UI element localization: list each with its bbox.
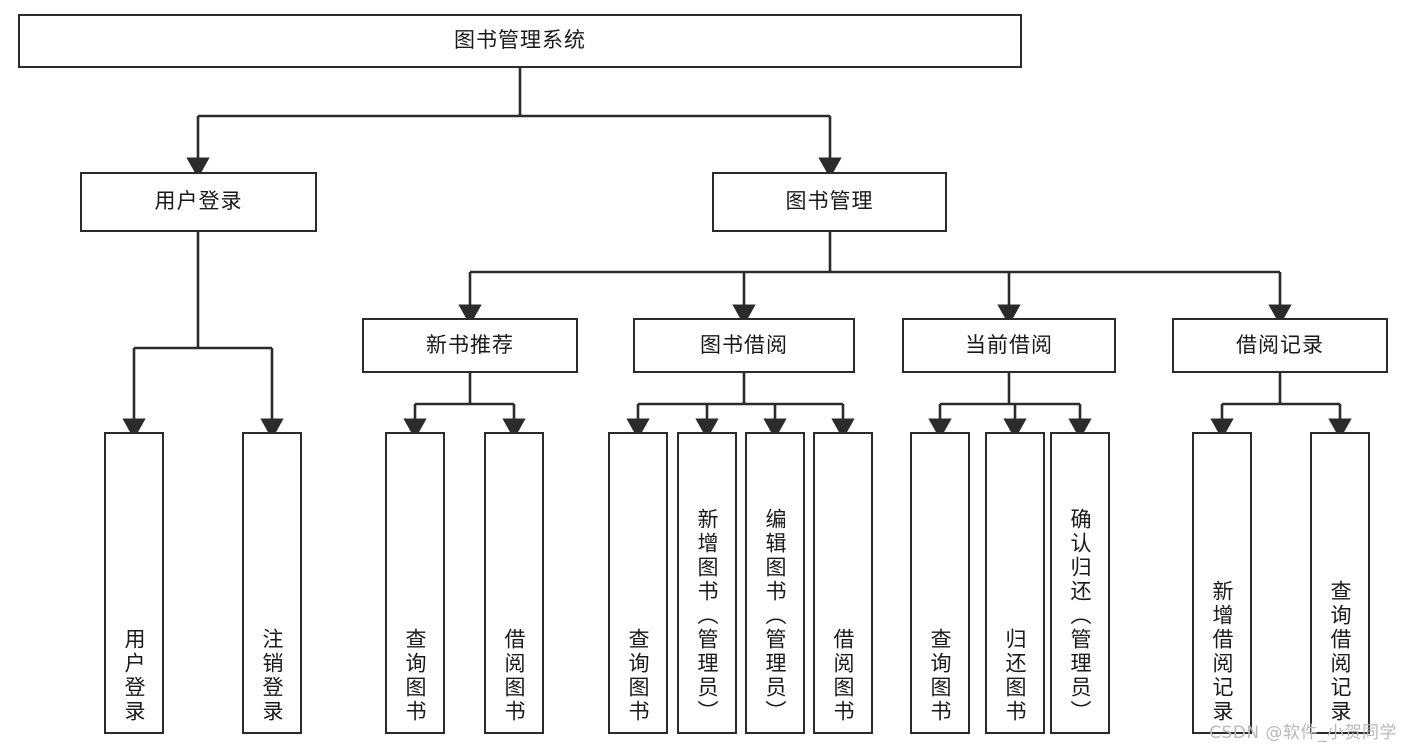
node-leaf-add-book[interactable]: 新增图书（管理员） bbox=[677, 432, 737, 734]
node-new-book-rec[interactable]: 新书推荐 bbox=[362, 318, 578, 373]
node-leaf-borrow-book-rec-label: 借阅图书 bbox=[502, 628, 527, 724]
node-leaf-borrow-book-rec[interactable]: 借阅图书 bbox=[484, 432, 544, 734]
node-leaf-confirm-return[interactable]: 确认归还（管理员） bbox=[1050, 432, 1110, 734]
node-leaf-user-login[interactable]: 用户登录 bbox=[104, 432, 164, 734]
node-leaf-logout-label: 注销登录 bbox=[260, 628, 285, 724]
node-leaf-query-book-cur-label: 查询图书 bbox=[928, 628, 953, 724]
node-leaf-edit-book[interactable]: 编辑图书（管理员） bbox=[745, 432, 805, 734]
node-leaf-query-record-label: 查询借阅记录 bbox=[1328, 580, 1353, 724]
node-leaf-query-book-bor[interactable]: 查询图书 bbox=[608, 432, 668, 734]
node-leaf-borrow-book-bor[interactable]: 借阅图书 bbox=[813, 432, 873, 734]
node-book-manage-group[interactable]: 图书管理 bbox=[712, 172, 947, 232]
node-leaf-query-book-rec-label: 查询图书 bbox=[403, 628, 428, 724]
node-user-login-group-label: 用户登录 bbox=[154, 189, 243, 214]
node-leaf-query-book-bor-label: 查询图书 bbox=[626, 628, 651, 724]
node-root[interactable]: 图书管理系统 bbox=[18, 14, 1022, 68]
node-leaf-return-book[interactable]: 归还图书 bbox=[985, 432, 1045, 734]
node-leaf-add-record-label: 新增借阅记录 bbox=[1210, 580, 1235, 724]
node-user-login-group[interactable]: 用户登录 bbox=[80, 172, 317, 232]
node-leaf-user-login-label: 用户登录 bbox=[122, 628, 147, 724]
csdn-watermark: CSDN @软件_小贺同学 bbox=[1209, 723, 1397, 743]
node-leaf-query-book-rec[interactable]: 查询图书 bbox=[385, 432, 445, 734]
node-book-borrow-label: 图书借阅 bbox=[700, 332, 788, 357]
node-leaf-query-book-cur[interactable]: 查询图书 bbox=[910, 432, 970, 734]
node-leaf-confirm-return-label: 确认归还（管理员） bbox=[1068, 508, 1093, 724]
node-leaf-add-book-label: 新增图书（管理员） bbox=[695, 508, 720, 724]
node-borrow-record[interactable]: 借阅记录 bbox=[1172, 318, 1388, 373]
node-leaf-borrow-book-bor-label: 借阅图书 bbox=[831, 628, 856, 724]
node-current-borrow[interactable]: 当前借阅 bbox=[902, 318, 1116, 373]
node-leaf-edit-book-label: 编辑图书（管理员） bbox=[763, 508, 788, 724]
node-book-borrow[interactable]: 图书借阅 bbox=[633, 318, 855, 373]
node-root-label: 图书管理系统 bbox=[454, 28, 586, 53]
node-leaf-logout[interactable]: 注销登录 bbox=[242, 432, 302, 734]
node-book-manage-group-label: 图书管理 bbox=[785, 189, 874, 214]
node-borrow-record-label: 借阅记录 bbox=[1236, 332, 1324, 357]
node-current-borrow-label: 当前借阅 bbox=[965, 332, 1053, 357]
node-new-book-rec-label: 新书推荐 bbox=[426, 332, 514, 357]
node-leaf-add-record[interactable]: 新增借阅记录 bbox=[1192, 432, 1252, 734]
node-leaf-return-book-label: 归还图书 bbox=[1003, 628, 1028, 724]
node-leaf-query-record[interactable]: 查询借阅记录 bbox=[1310, 432, 1370, 734]
